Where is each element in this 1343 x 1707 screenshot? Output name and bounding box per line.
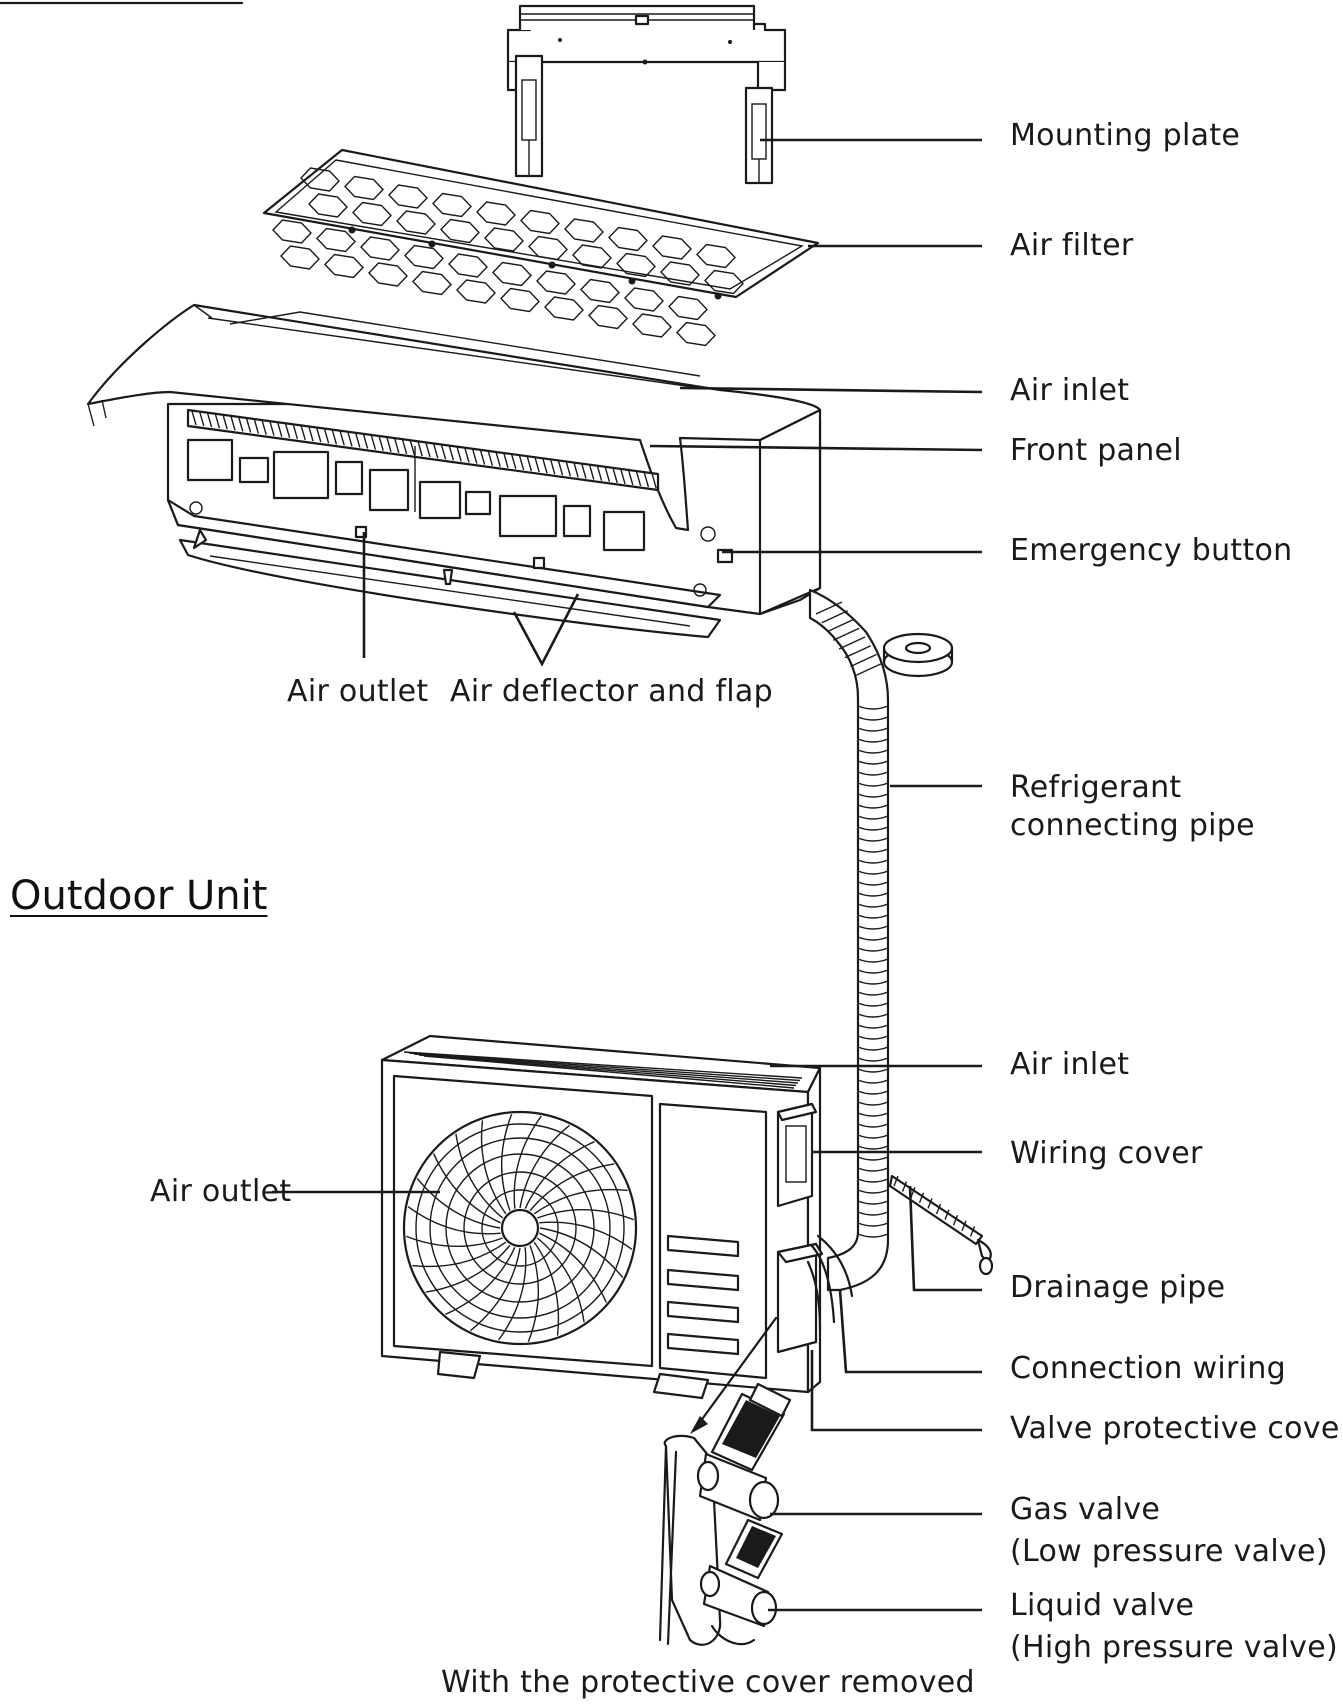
label-air-inlet-indoor: Air inlet: [1010, 373, 1130, 408]
label-drainage-pipe: Drainage pipe: [1010, 1270, 1226, 1305]
leader-air-deflector: [512, 593, 580, 667]
label-refrigerant-pipe-line1: Refrigerant: [1010, 770, 1182, 805]
label-liquid-valve-line1: Liquid valve: [1010, 1588, 1195, 1623]
outdoor-unit-drawing: [380, 1034, 854, 1400]
leader-front-panel: [649, 444, 983, 452]
leader-drainage-pipe: [908, 1185, 982, 1292]
fan-grille-icon: [402, 1110, 638, 1346]
indoor-unit-drawing: [86, 303, 822, 639]
label-front-panel: Front panel: [1010, 433, 1182, 468]
label-valve-protective-cover: Valve protective cove: [1010, 1411, 1340, 1446]
label-gas-valve-line2: (Low pressure valve): [1010, 1534, 1328, 1569]
leader-valve-protective-cover: [810, 1350, 982, 1432]
mounting-plate-drawing: [506, 4, 787, 185]
section-title-outdoor-unit: Outdoor Unit: [10, 873, 268, 919]
leader-lines: [272, 138, 983, 1612]
label-gas-valve-line1: Gas valve: [1010, 1492, 1161, 1527]
label-liquid-valve-line2: (High pressure valve): [1010, 1630, 1338, 1665]
service-valve-icon: [658, 1316, 792, 1646]
label-air-outlet-outdoor: Air outlet: [150, 1174, 292, 1209]
label-emergency-button: Emergency button: [1010, 533, 1293, 568]
label-wiring-cover: Wiring cover: [1010, 1136, 1203, 1171]
label-mounting-plate: Mounting plate: [1010, 118, 1241, 153]
leader-air-inlet: [679, 386, 983, 394]
label-air-deflector: Air deflector and flap: [450, 674, 773, 709]
label-air-inlet-outdoor: Air inlet: [1010, 1047, 1130, 1082]
air-filter-drawing: [262, 148, 820, 347]
label-air-filter: Air filter: [1010, 228, 1134, 263]
refrigerant-pipe-drawing: [808, 588, 994, 1292]
caption-cover-removed: With the protective cover removed: [441, 1665, 975, 1700]
leader-connection-wiring: [838, 1289, 982, 1374]
label-connection-wiring: Connection wiring: [1010, 1351, 1286, 1386]
label-refrigerant-pipe-line2: connecting pipe: [1010, 808, 1255, 843]
label-air-outlet-indoor: Air outlet: [287, 674, 429, 709]
